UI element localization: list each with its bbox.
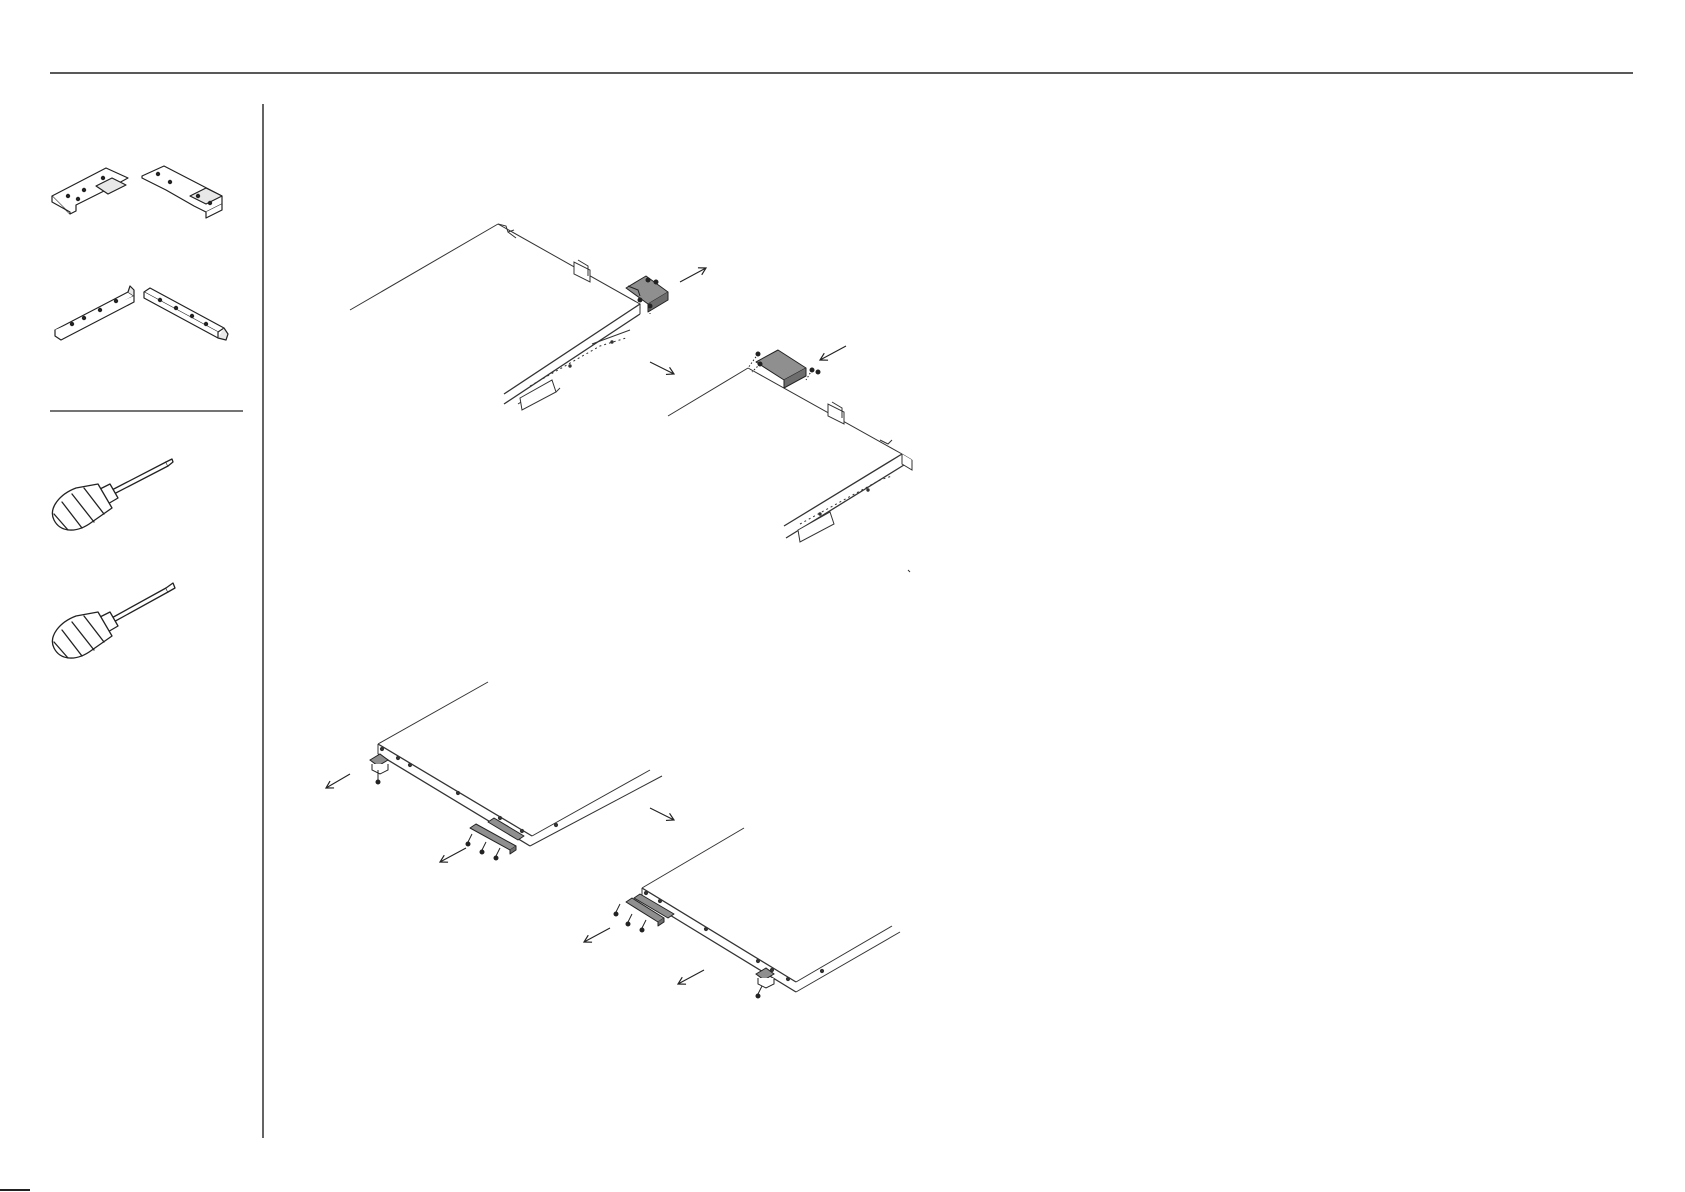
arrow-left-top — [326, 774, 350, 788]
step2-arrows — [326, 774, 704, 984]
strip-set-left — [466, 818, 524, 860]
corner-bracket-left-icon — [52, 168, 128, 214]
step1-arrows — [650, 268, 846, 374]
corner-clip-right — [756, 968, 774, 998]
panel-bottom-right — [642, 828, 900, 992]
arrow-left-mid — [440, 848, 466, 862]
flathead-screwdriver-icon — [52, 583, 175, 658]
phillips-screwdriver-icon — [52, 459, 173, 530]
arrow-down-right-step2 — [650, 808, 674, 820]
arrow-down-left — [820, 346, 846, 360]
mounting-strip-right-icon — [144, 288, 228, 340]
bracket-on-panel-left — [626, 276, 668, 314]
corner-clip-left — [370, 754, 388, 784]
arrow-left-bottom — [678, 970, 704, 984]
arrow-up-right — [680, 268, 706, 282]
panel-left-with-bracket — [350, 224, 640, 410]
corner-bracket-right-icon — [142, 166, 222, 218]
mounting-strip-left-icon — [55, 286, 134, 340]
strip-set-right — [614, 894, 674, 932]
arrow-down-right — [650, 362, 674, 374]
panel-right-with-bracket — [668, 368, 912, 572]
panel-bottom-left — [378, 682, 662, 846]
bracket-on-panel-right — [748, 350, 820, 388]
arrow-left-lower — [584, 928, 610, 942]
